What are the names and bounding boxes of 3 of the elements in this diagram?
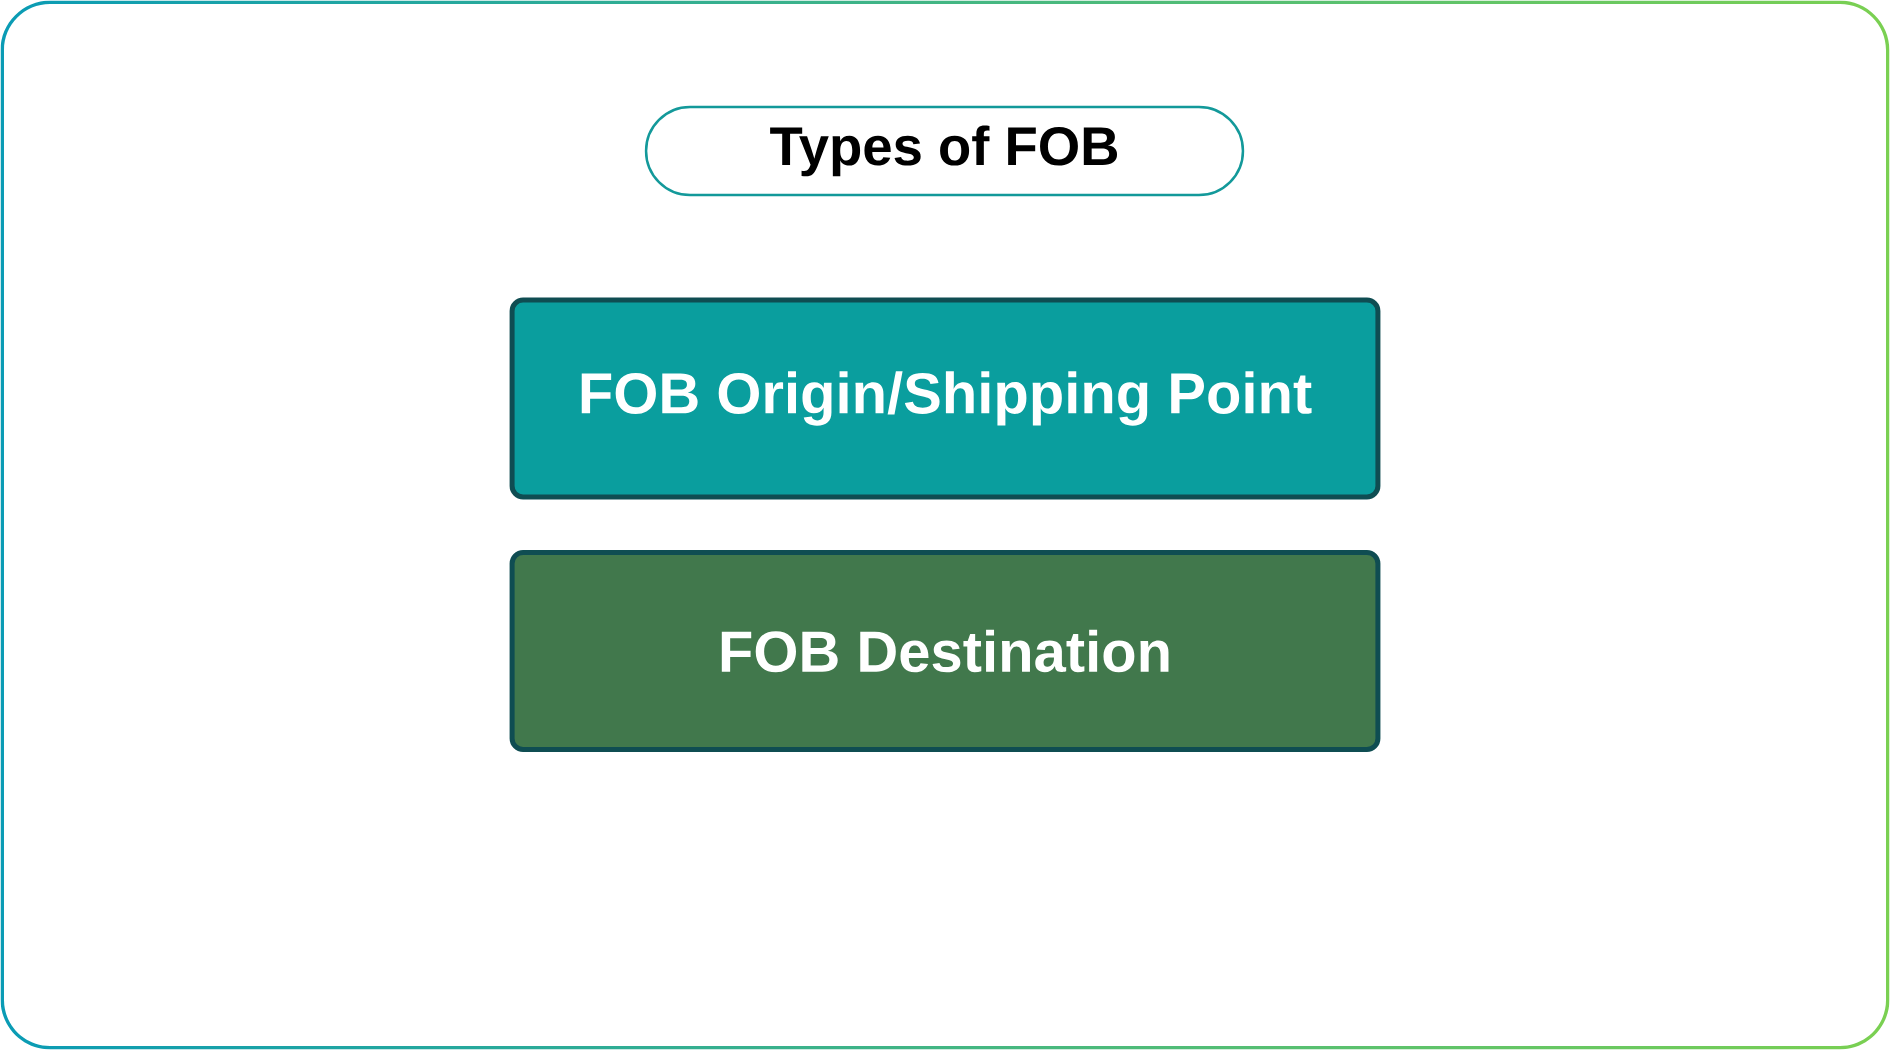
type-box: FOB Destination xyxy=(509,550,1381,752)
type-box: FOB Origin/Shipping Point xyxy=(509,297,1381,500)
title-pill: Types of FOB xyxy=(644,105,1245,197)
